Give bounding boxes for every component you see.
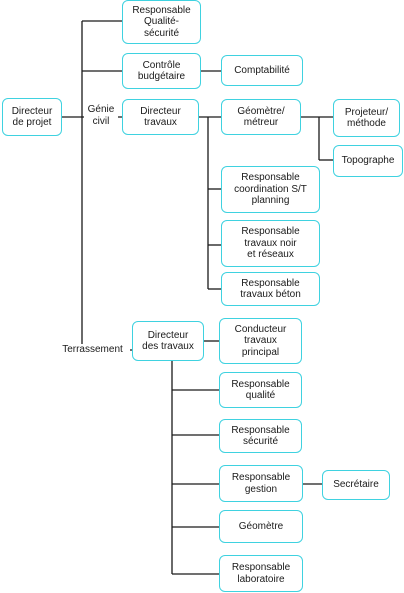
label-genie-civil: Génie civil <box>84 104 118 127</box>
label-terrassement: Terrassement <box>55 344 130 356</box>
box-projeteur-methode: Projeteur/ méthode <box>333 99 400 137</box>
box-geometre-metreur: Géomètre/ métreur <box>221 99 301 135</box>
box-responsable-travaux-noir: Responsable travaux noir et réseaux <box>221 220 320 267</box>
box-geometre: Géomètre <box>219 510 303 543</box>
box-responsable-coordination: Responsable coordination S/T planning <box>221 166 320 213</box>
box-responsable-qualite-securite: Responsable Qualité- sécurité <box>122 0 201 44</box>
box-responsable-laboratoire: Responsable laboratoire <box>219 555 303 592</box>
box-responsable-travaux-beton: Responsable travaux béton <box>221 272 320 306</box>
box-conducteur-travaux-principal: Conducteur travaux principal <box>219 318 302 364</box>
box-topographe: Topographe <box>333 145 403 177</box>
box-responsable-securite: Responsable sécurité <box>219 419 302 453</box>
box-comptabilite: Comptabilité <box>221 55 303 86</box>
box-controle-budgetaire: Contrôle budgétaire <box>122 53 201 89</box>
box-directeur-travaux-genie-civil: Directeur travaux <box>122 99 199 135</box>
box-responsable-gestion: Responsable gestion <box>219 465 303 502</box>
box-secretaire: Secrétaire <box>322 470 390 500</box>
box-directeur-des-travaux-terrassement: Directeur des travaux <box>132 321 204 361</box>
box-directeur-de-projet: Directeur de projet <box>2 98 62 136</box>
box-responsable-qualite: Responsable qualité <box>219 372 302 408</box>
